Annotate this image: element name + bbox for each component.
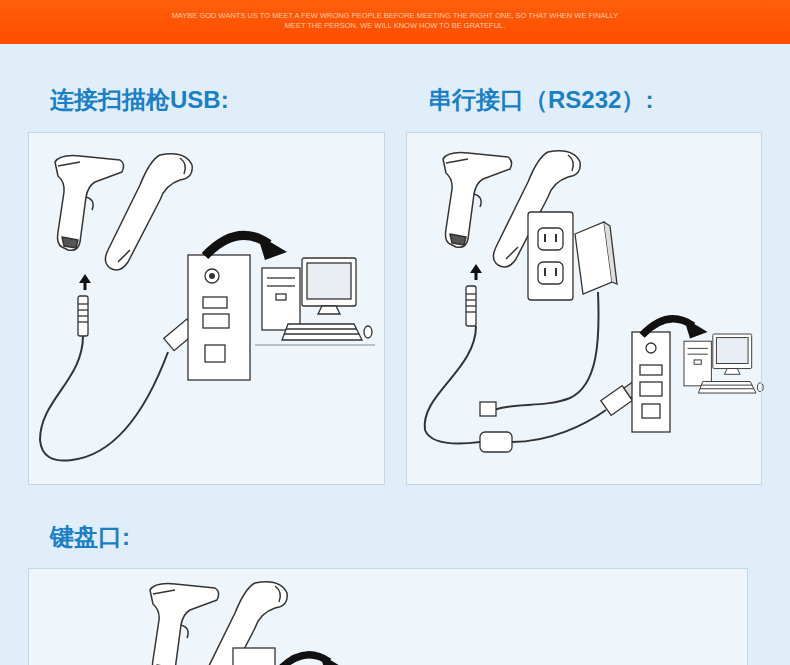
illustration-rect: [28, 568, 748, 665]
illustration-use: [278, 654, 344, 665]
illustration-use: [470, 264, 482, 280]
panel-frame: [406, 132, 762, 485]
illustration-rect: [205, 345, 225, 362]
illustration-rect: [203, 314, 229, 328]
illustration-rect: [406, 132, 762, 485]
watermark-text: MAYBE GOD WANTS US TO MEET A FEW WRONG P…: [170, 11, 620, 31]
illustration-use: [78, 296, 88, 336]
panel-heading: 串行接口（RS232）:: [406, 83, 762, 117]
illustration-line: [555, 234, 557, 242]
illustration-path: [494, 292, 599, 410]
panel-frame: [28, 568, 748, 665]
illustration-rect: [480, 402, 496, 416]
illustration-use: [443, 151, 580, 267]
illustration-line: [544, 234, 546, 242]
illustration-rect: [28, 132, 385, 485]
illustration-rect: [538, 228, 563, 250]
illustration-line: [544, 268, 546, 276]
connection-panel: 键盘口:: [28, 520, 748, 665]
illustration-path: [512, 410, 606, 442]
illustration-circle: [209, 273, 215, 279]
panel-heading: 键盘口:: [28, 520, 748, 554]
illustration-rect: [528, 212, 573, 300]
illustration-rect: [203, 297, 227, 308]
illustration-use: [150, 582, 287, 665]
illustration-use: [55, 154, 192, 270]
panel-heading: 连接扫描枪USB:: [28, 83, 385, 117]
illustration-rect: [480, 432, 512, 452]
illustration-rect: [640, 382, 662, 396]
illustration-rect: [642, 404, 660, 418]
illustration-use: [642, 318, 708, 339]
illustration-rect: [538, 262, 563, 284]
illustration-path: [604, 222, 617, 284]
connection-panel: 串行接口（RS232）:: [406, 83, 762, 485]
illustration-rect: [632, 332, 670, 432]
illustration-rect: [640, 365, 662, 375]
illustration-use: [205, 234, 287, 260]
illustration-use: [684, 334, 763, 393]
illustration-use: [262, 258, 372, 340]
illustration-circle: [205, 269, 219, 283]
illustration-use: [79, 274, 91, 290]
illustration-line: [555, 268, 557, 276]
illustration-line: [255, 345, 375, 346]
connection-panel: 连接扫描枪USB:: [28, 83, 385, 485]
illustration-path: [40, 336, 168, 461]
illustration-rect: [188, 255, 250, 380]
illustration-circle: [646, 343, 656, 353]
illustration-path: [425, 326, 480, 444]
illustration-use: [466, 286, 476, 326]
illustration-rect: [233, 648, 275, 665]
panel-frame: [28, 132, 385, 485]
